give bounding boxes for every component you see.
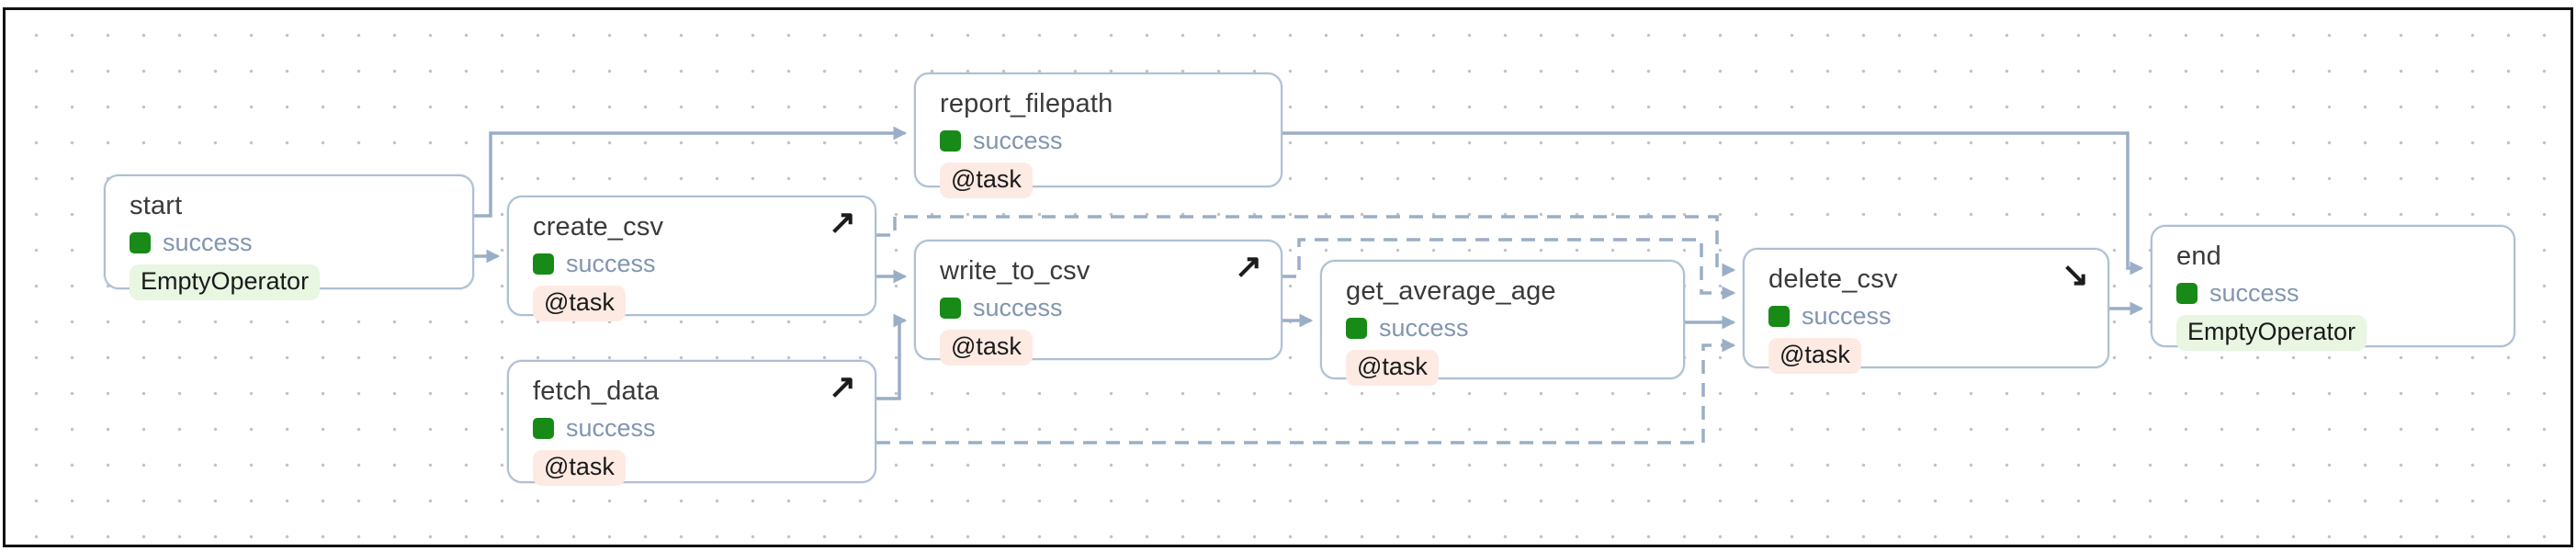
status-label: success xyxy=(973,127,1063,154)
task-node-report_filepath[interactable]: report_filepath success @task xyxy=(914,73,1282,198)
status-success-dot xyxy=(130,231,151,253)
status-success-dot xyxy=(533,417,554,439)
task-title: create_csv xyxy=(533,212,664,242)
status-success-dot xyxy=(1346,317,1367,339)
edge-write_to_csv-to-delete_csv xyxy=(1282,238,1736,300)
setup-arrow-icon: ↗ xyxy=(828,203,856,241)
teardown-arrow-icon: ↘ xyxy=(2061,255,2089,293)
status-success-dot xyxy=(2176,282,2198,304)
status-label: success xyxy=(566,250,656,277)
operator-badge: @task xyxy=(940,330,1033,365)
operator-badge: @task xyxy=(1346,350,1439,386)
task-title: fetch_data xyxy=(533,377,660,406)
edge-create_csv-to-delete_csv xyxy=(876,215,1736,277)
dag-edges xyxy=(474,126,2144,444)
status-success-dot xyxy=(940,129,961,152)
task-node-delete_csv[interactable]: ↘ delete_csv success @task xyxy=(1743,248,2109,374)
graph-frame: start success EmptyOperator ↗ create_csv… xyxy=(3,7,2573,547)
status-label: success xyxy=(566,414,656,442)
task-title: delete_csv xyxy=(1768,264,1898,294)
operator-badge: @task xyxy=(533,286,626,321)
task-title: end xyxy=(2176,242,2221,271)
status-success-dot xyxy=(940,297,961,319)
task-title: write_to_csv xyxy=(940,256,1090,286)
status-label: success xyxy=(163,229,253,256)
status-success-dot xyxy=(1768,305,1790,327)
operator-badge: EmptyOperator xyxy=(130,264,321,300)
edge-start-to-report_filepath xyxy=(474,126,908,218)
operator-badge: @task xyxy=(533,450,626,486)
edge-report_filepath-to-end xyxy=(1282,131,2144,276)
dag-graph-canvas[interactable]: start success EmptyOperator ↗ create_csv… xyxy=(6,10,2570,545)
operator-badge: @task xyxy=(940,163,1033,198)
task-node-create_csv[interactable]: ↗ create_csv success @task xyxy=(507,196,876,321)
status-label: success xyxy=(1379,314,1469,342)
edge-fetch_data-to-delete_csv xyxy=(876,338,1736,444)
task-title: get_average_age xyxy=(1346,276,1556,306)
status-label: success xyxy=(973,294,1063,321)
task-title: report_filepath xyxy=(940,89,1113,118)
task-node-write_to_csv[interactable]: ↗ write_to_csv success @task xyxy=(914,240,1282,365)
task-node-start[interactable]: start success EmptyOperator xyxy=(104,174,474,300)
task-node-fetch_data[interactable]: ↗ fetch_data success @task xyxy=(507,360,876,486)
setup-arrow-icon: ↗ xyxy=(828,367,856,405)
task-node-get_average_age[interactable]: get_average_age success @task xyxy=(1320,260,1685,386)
operator-badge: EmptyOperator xyxy=(2176,315,2367,351)
edge-fetch_data-to-write_to_csv xyxy=(876,313,908,400)
status-label: success xyxy=(2209,279,2299,307)
setup-arrow-icon: ↗ xyxy=(1234,247,1262,285)
status-success-dot xyxy=(533,253,554,275)
task-node-end[interactable]: end success EmptyOperator xyxy=(2151,225,2515,351)
task-title: start xyxy=(130,191,183,220)
status-label: success xyxy=(1802,302,1892,330)
operator-badge: @task xyxy=(1768,338,1861,374)
